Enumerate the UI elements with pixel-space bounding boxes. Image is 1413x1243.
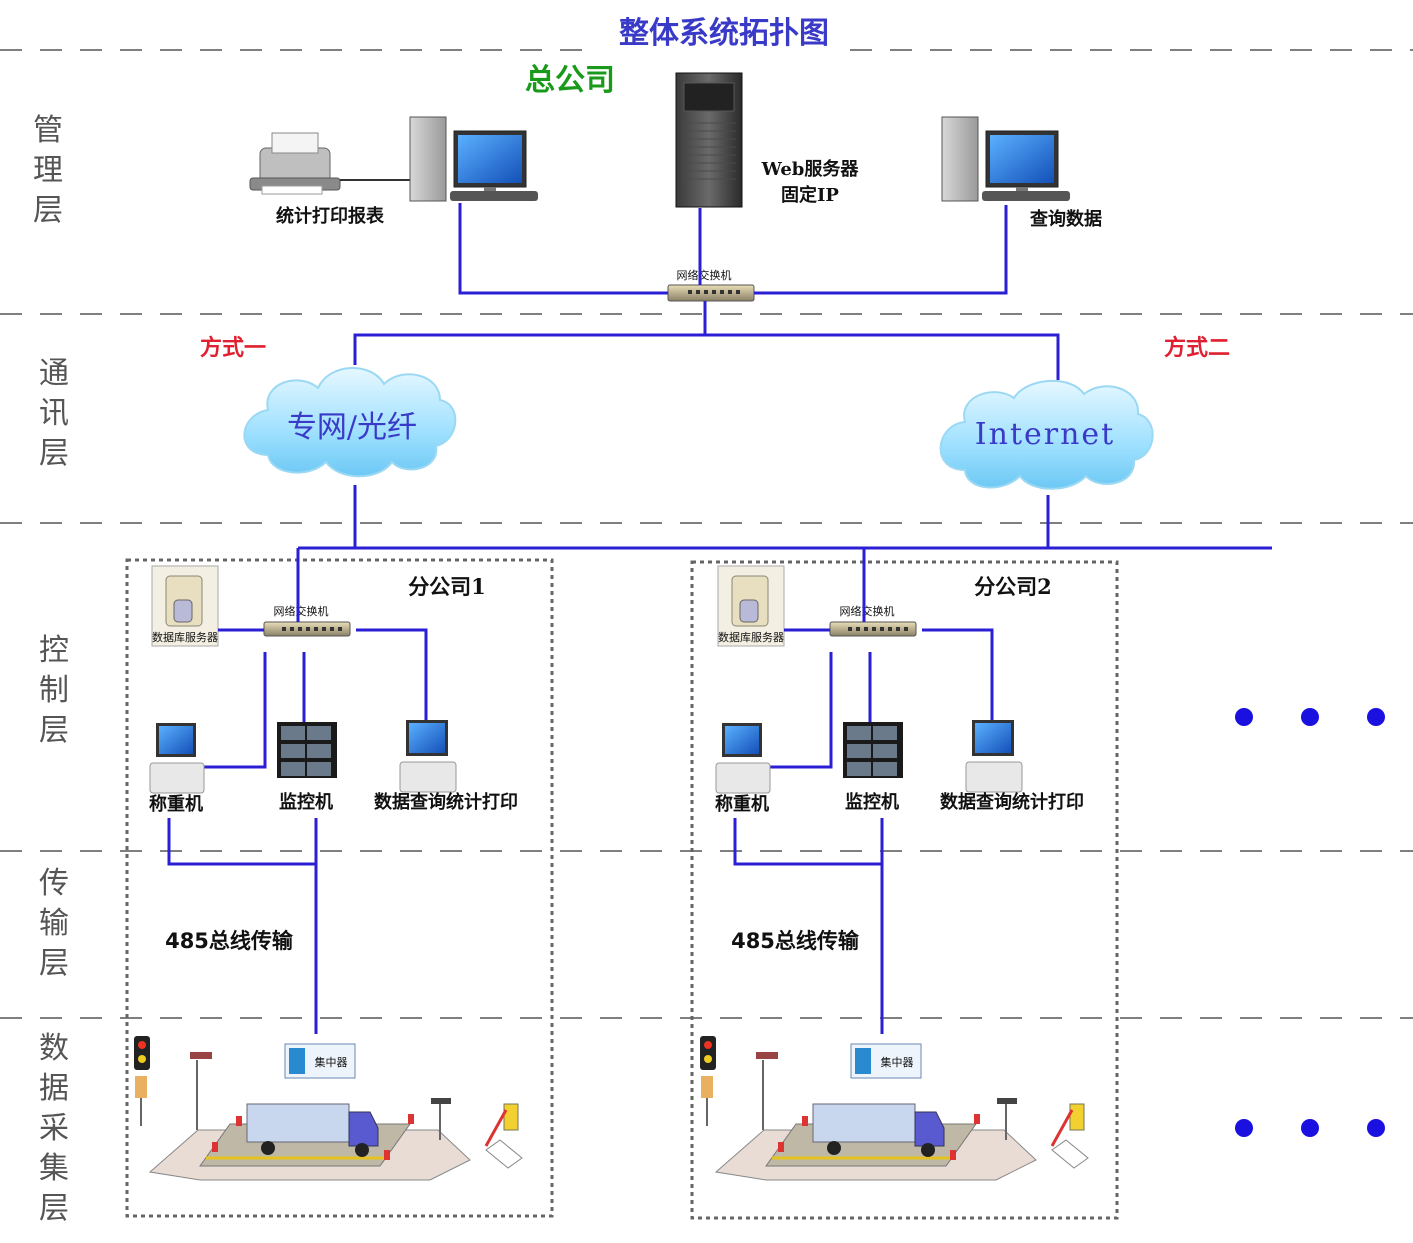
query-print-computer-icon (399, 720, 457, 793)
traffic-light-icon (700, 1036, 716, 1070)
sensor-icon (778, 1142, 784, 1152)
concentrator-label: 集中器 (881, 1055, 914, 1069)
web-server-label-2: 固定IP (781, 184, 839, 206)
concentrator-icon: 集中器 (850, 1043, 922, 1079)
headquarters-label: 总公司 (525, 63, 615, 98)
query-print-computer-icon (965, 720, 1023, 793)
private-network-label: 专网/光纤 (287, 410, 417, 445)
layer-acquisition-label: 数据采集层 (39, 1031, 69, 1226)
branch-switch-label: 网络交换机 (274, 604, 329, 618)
branch-boundary (690, 560, 1119, 1220)
weighing-machine-label: 称重机 (149, 793, 203, 815)
internet-cloud-icon (939, 380, 1154, 490)
weighing-computer-icon (715, 723, 771, 794)
network-wire (922, 628, 994, 720)
sensor-icon (236, 1116, 242, 1126)
monitor-label: 监控机 (279, 791, 333, 813)
layer-control-label: 控制层 (39, 633, 69, 748)
desktop-computer-icon (941, 116, 1070, 202)
traffic-light-icon (134, 1036, 150, 1070)
barrier-gate-icon (503, 1103, 519, 1131)
layer-communication-label: 通讯层 (39, 356, 69, 471)
network-switch-icon (667, 284, 755, 302)
branch-name: 分公司1 (408, 574, 486, 599)
sensor-icon (384, 1150, 390, 1160)
printer-icon (249, 132, 341, 195)
printer-label: 统计打印报表 (276, 205, 385, 227)
bus-transmission-label: 485总线传输 (165, 929, 294, 953)
web-server-icon (675, 72, 743, 208)
internet-label: Internet (975, 417, 1115, 452)
network-wire (356, 628, 428, 720)
surveillance-monitor-icon (277, 722, 337, 778)
hq-switch-label: 网络交换机 (677, 268, 732, 282)
web-server-label-1: Web服务器 (761, 158, 860, 180)
query-print-label: 数据查询统计打印 (374, 791, 518, 813)
network-switch-icon (829, 621, 917, 637)
layer-management-label: 管理层 (33, 113, 63, 228)
more-stations-indicator (1235, 1119, 1385, 1137)
weighbridge-scene (700, 1036, 1089, 1181)
sensor-icon (974, 1114, 980, 1124)
database-server-label: 数据库服务器 (718, 630, 784, 644)
query-data-label: 查询数据 (1030, 208, 1102, 230)
database-server-icon: 数据库服务器 (717, 565, 785, 647)
surveillance-monitor-icon (843, 722, 903, 778)
concentrator-label: 集中器 (315, 1055, 348, 1069)
camera-icon (431, 1098, 451, 1104)
query-print-label: 数据查询统计打印 (940, 791, 1084, 813)
concentrator-icon: 集中器 (284, 1043, 356, 1079)
layer-separators (0, 49, 1413, 1019)
private-network-cloud-icon (243, 367, 457, 478)
network-switch-icon (263, 621, 351, 637)
backbone-wiring (298, 485, 1272, 550)
mode-one-label: 方式一 (200, 335, 266, 361)
monitor-label: 监控机 (845, 791, 899, 813)
truck-icon (812, 1103, 916, 1143)
layer-labels: 管理层 通讯层 控制层 传输层 数据采集层 (33, 113, 69, 1226)
database-server-icon: 数据库服务器 (151, 565, 219, 647)
sensor-icon (212, 1142, 218, 1152)
mode-two-label: 方式二 (1164, 335, 1230, 361)
bus-transmission-label: 485总线传输 (731, 929, 860, 953)
sensor-icon (802, 1116, 808, 1126)
camera-icon (756, 1052, 778, 1059)
network-wire (167, 818, 316, 866)
network-wire (733, 818, 882, 866)
more-branches-indicator (1235, 708, 1385, 726)
desktop-computer-icon (409, 116, 538, 202)
network-wire (766, 652, 833, 769)
layer-transmission-label: 传输层 (39, 866, 69, 981)
camera-icon (997, 1098, 1017, 1104)
sensor-icon (408, 1114, 414, 1124)
database-server-label: 数据库服务器 (152, 630, 218, 644)
network-wire (200, 652, 267, 769)
sensor-icon (950, 1150, 956, 1160)
camera-icon (190, 1052, 212, 1059)
branch-switch-label: 网络交换机 (840, 604, 895, 618)
branch-boundary (125, 558, 554, 1218)
branch-name: 分公司2 (974, 574, 1052, 599)
weighing-computer-icon (149, 723, 205, 794)
hq-wiring (353, 203, 1060, 380)
weighing-machine-label: 称重机 (715, 793, 769, 815)
barrier-gate-icon (1069, 1103, 1085, 1131)
diagram-title: 整体系统拓扑图 (619, 16, 829, 51)
truck-icon (246, 1103, 350, 1143)
weighbridge-scene (134, 1036, 523, 1181)
